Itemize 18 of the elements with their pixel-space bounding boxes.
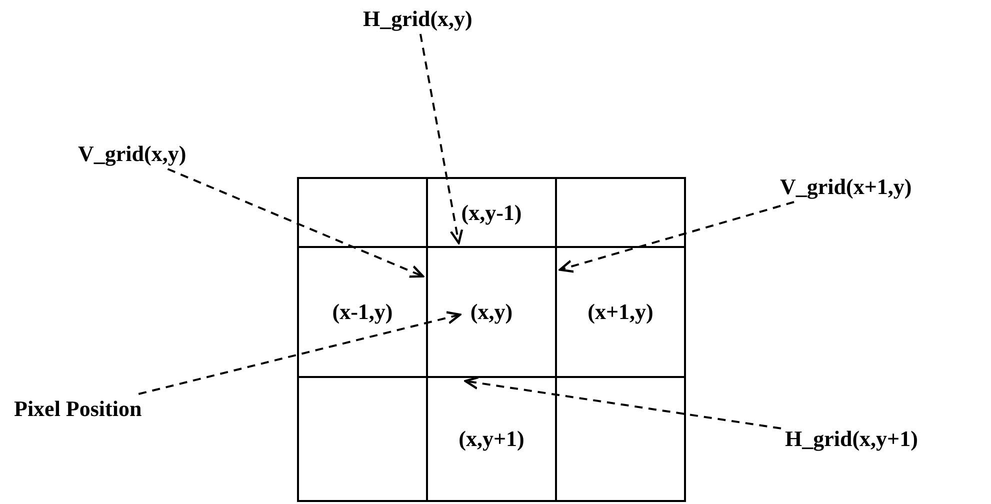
grid-cell [297, 376, 428, 502]
variable-label: V_grid(x,y) [78, 143, 186, 165]
grid-cell [555, 177, 686, 248]
leader-line [464, 376, 782, 430]
coordinate-label: (x-1,y) [332, 299, 393, 325]
grid-cell [555, 376, 686, 502]
leader-line [138, 311, 462, 395]
coordinate-label: (x,y) [470, 299, 513, 325]
leader-line [558, 201, 794, 273]
leader-line [419, 34, 464, 244]
variable-label: H_grid(x,y+1) [785, 428, 918, 450]
variable-label: H_grid(x,y) [363, 8, 472, 30]
coordinate-label: (x+1,y) [588, 299, 654, 325]
leader-line [167, 168, 424, 278]
coordinate-label: (x,y-1) [461, 200, 522, 226]
coordinate-label: (x,y+1) [458, 426, 524, 452]
grid-cell [297, 177, 428, 248]
variable-label: V_grid(x+1,y) [780, 176, 912, 198]
